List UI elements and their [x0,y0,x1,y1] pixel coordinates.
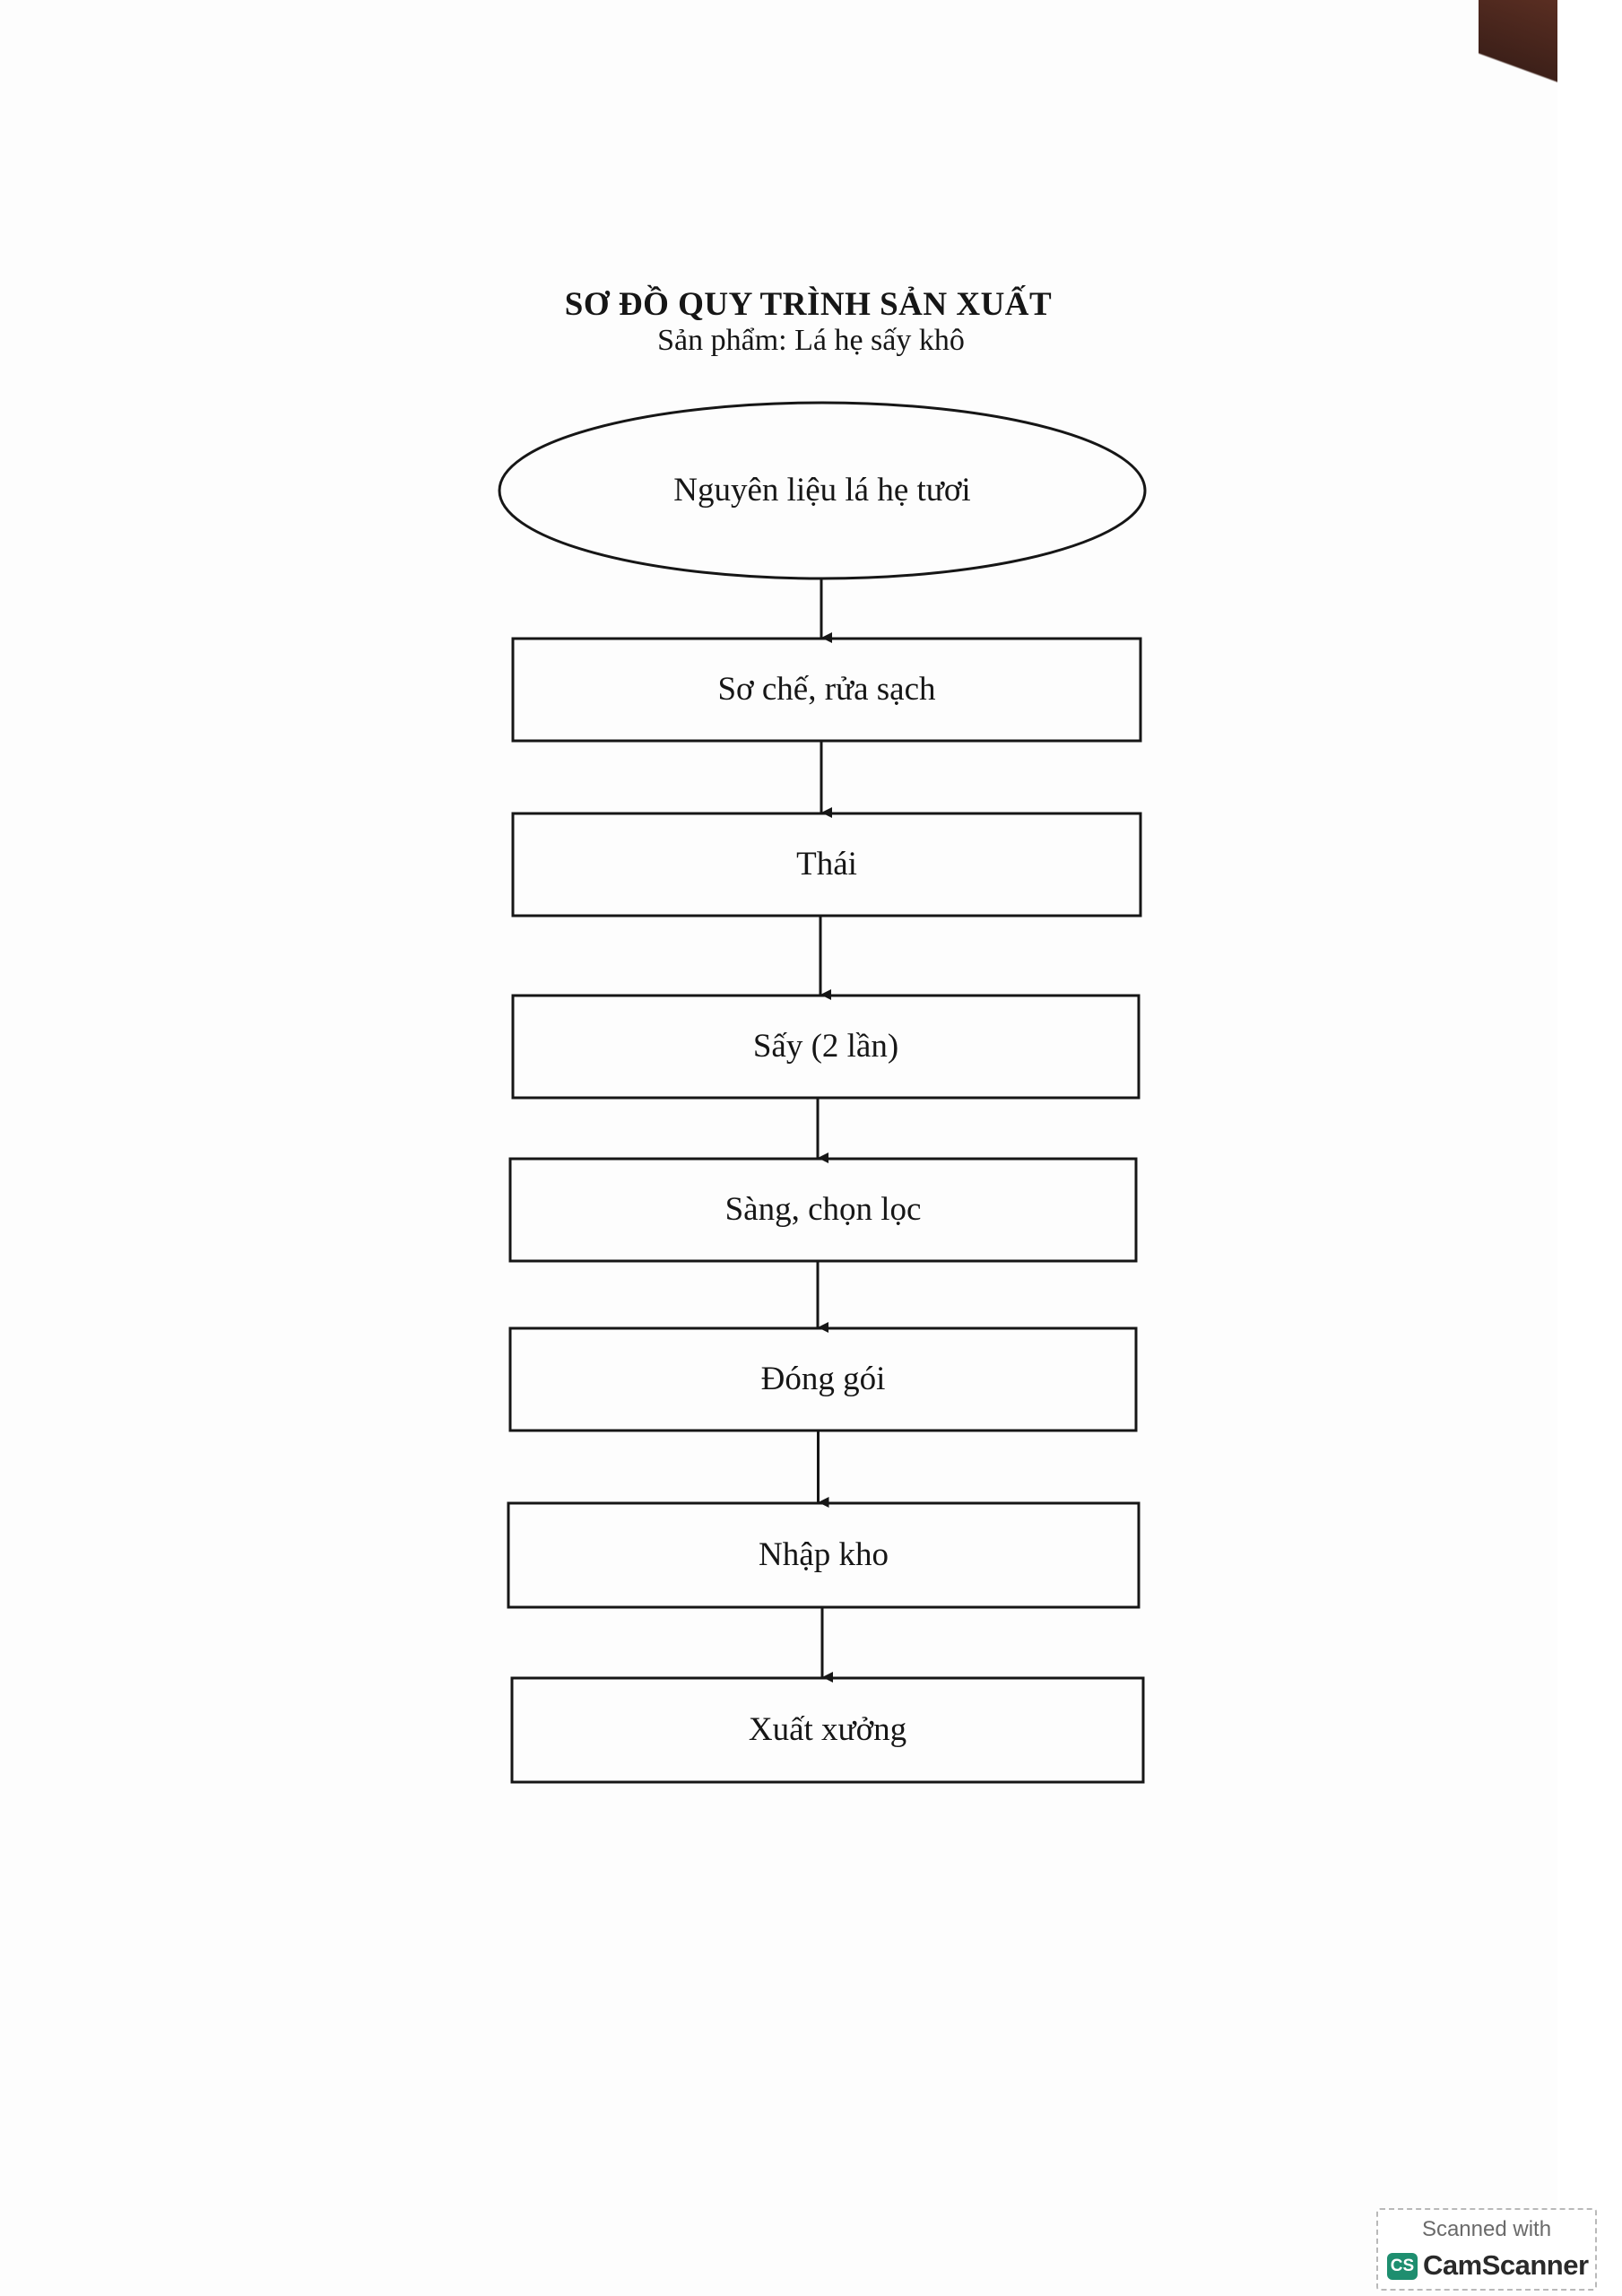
process-step-label: Sơ chế, rửa sạch [717,671,936,708]
scan-margin [1557,0,1622,2296]
camscanner-logo-icon: CS [1387,2253,1418,2280]
process-step-label: Sấy (2 lần) [752,1028,899,1065]
camscanner-watermark: Scanned with CS CamScanner [1376,2208,1597,2291]
start-node-label: Nguyên liệu lá hẹ tươi [673,472,971,509]
watermark-caption: Scanned with [1421,2217,1552,2241]
title-block: SƠ ĐỒ QUY TRÌNH SẢN XUẤT Sản phẩm: Lá hẹ… [0,285,1622,359]
watermark-brand: CamScanner [1423,2249,1589,2281]
process-step-label: Sàng, chọn lọc [724,1191,922,1228]
document-title: SƠ ĐỒ QUY TRÌNH SẢN XUẤT [564,286,1053,323]
process-step-label: Thái [796,846,857,883]
process-step-label: Xuất xưởng [748,1711,907,1748]
document-subtitle: Sản phẩm: Lá hẹ sấy khô [657,324,965,357]
process-step-label: Nhập kho [759,1536,889,1573]
process-step-label: Đóng gói [760,1361,886,1397]
scan-edge-shadow [1479,0,1559,152]
flowchart-arrows [816,578,833,1683]
